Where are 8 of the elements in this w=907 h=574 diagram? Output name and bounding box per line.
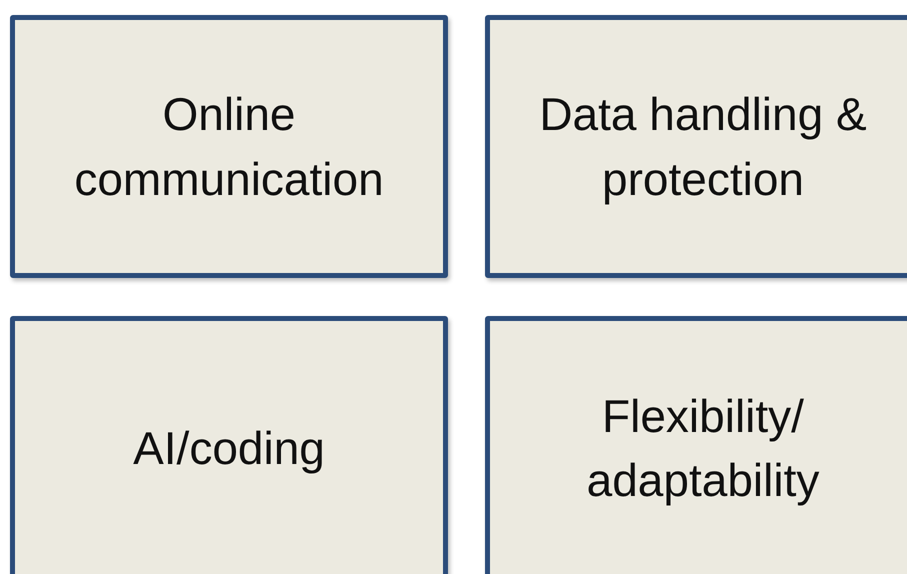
category-label: AI/coding bbox=[133, 420, 325, 476]
category-label: Data handling & protection bbox=[538, 87, 868, 206]
category-label: Online communication bbox=[73, 87, 385, 206]
category-box bbox=[485, 15, 907, 278]
category-box bbox=[485, 316, 907, 574]
category-label: Flexibility/ adaptability bbox=[586, 388, 820, 508]
category-box bbox=[10, 316, 448, 574]
category-box bbox=[10, 15, 448, 278]
